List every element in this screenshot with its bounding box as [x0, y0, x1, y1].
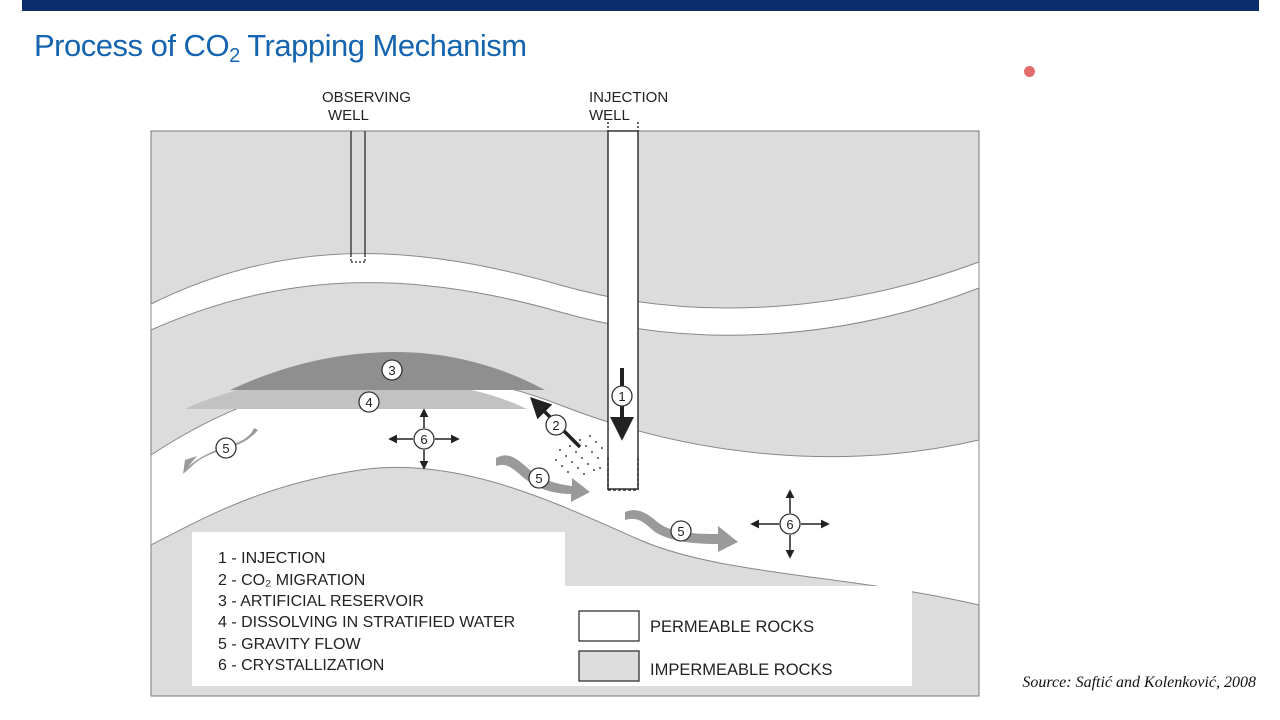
legend-label-impermeable: IMPERMEABLE ROCKS — [650, 661, 832, 679]
legend-box — [192, 532, 912, 686]
injection-well-label-line1: INJECTION — [589, 89, 668, 106]
svg-text:5: 5 — [222, 441, 229, 456]
observing-well-label-line2: WELL — [328, 107, 369, 124]
marker-6-left: 6 — [413, 428, 435, 450]
marker-4: 4 — [358, 391, 380, 413]
observing-well-label-line1: OBSERVING — [322, 89, 411, 106]
pointer-dot — [1024, 66, 1035, 77]
slide-title: Process of CO2 Trapping Mechanism — [34, 28, 527, 67]
gravity-flow-arrow-right — [625, 510, 738, 552]
svg-text:2: 2 — [552, 418, 559, 433]
co2-spray-dots — [555, 435, 603, 475]
dissolving-zone-band — [185, 386, 527, 409]
marker-1: 1 — [611, 385, 633, 407]
svg-text:3: 3 — [388, 363, 395, 378]
svg-text:6: 6 — [786, 517, 793, 532]
svg-text:5: 5 — [535, 471, 542, 486]
legend-item-dissolving: 4 - DISSOLVING IN STRATIFIED WATER — [218, 614, 515, 631]
legend-item-gravity-flow: 5 - GRAVITY FLOW — [218, 636, 361, 653]
source-citation: Source: Saftić and Kolenković, 2008 — [1022, 674, 1256, 691]
upper-permeable-layer — [150, 253, 980, 336]
legend-swatch-permeable — [578, 610, 640, 642]
crystallization-arrows-left — [388, 408, 460, 470]
crystallization-arrows-right — [750, 489, 830, 559]
legend-item-reservoir: 3 - ARTIFICIAL RESERVOIR — [218, 593, 424, 610]
svg-text:4: 4 — [365, 395, 372, 410]
svg-text:6: 6 — [420, 432, 427, 447]
legend-item-crystallization: 6 - CRYSTALLIZATION — [218, 657, 384, 674]
marker-2: 2 — [545, 414, 567, 436]
injection-well-label-line2: WELL — [589, 107, 630, 124]
legend-label-permeable: PERMEABLE ROCKS — [650, 618, 814, 636]
marker-5-center: 5 — [528, 467, 550, 489]
legend-swatch-impermeable — [578, 650, 640, 682]
legend-item-migration: 2 - CO₂ MIGRATION — [218, 572, 365, 589]
marker-6-right: 6 — [779, 513, 801, 535]
marker-3: 3 — [381, 359, 403, 381]
marker-5-right: 5 — [670, 520, 692, 542]
marker-5-left: 5 — [215, 437, 237, 459]
legend-item-injection: 1 - INJECTION — [218, 550, 326, 567]
svg-text:1: 1 — [618, 389, 625, 404]
observing-well — [350, 131, 366, 263]
slide-top-bar — [22, 0, 1259, 11]
svg-text:5: 5 — [677, 524, 684, 539]
